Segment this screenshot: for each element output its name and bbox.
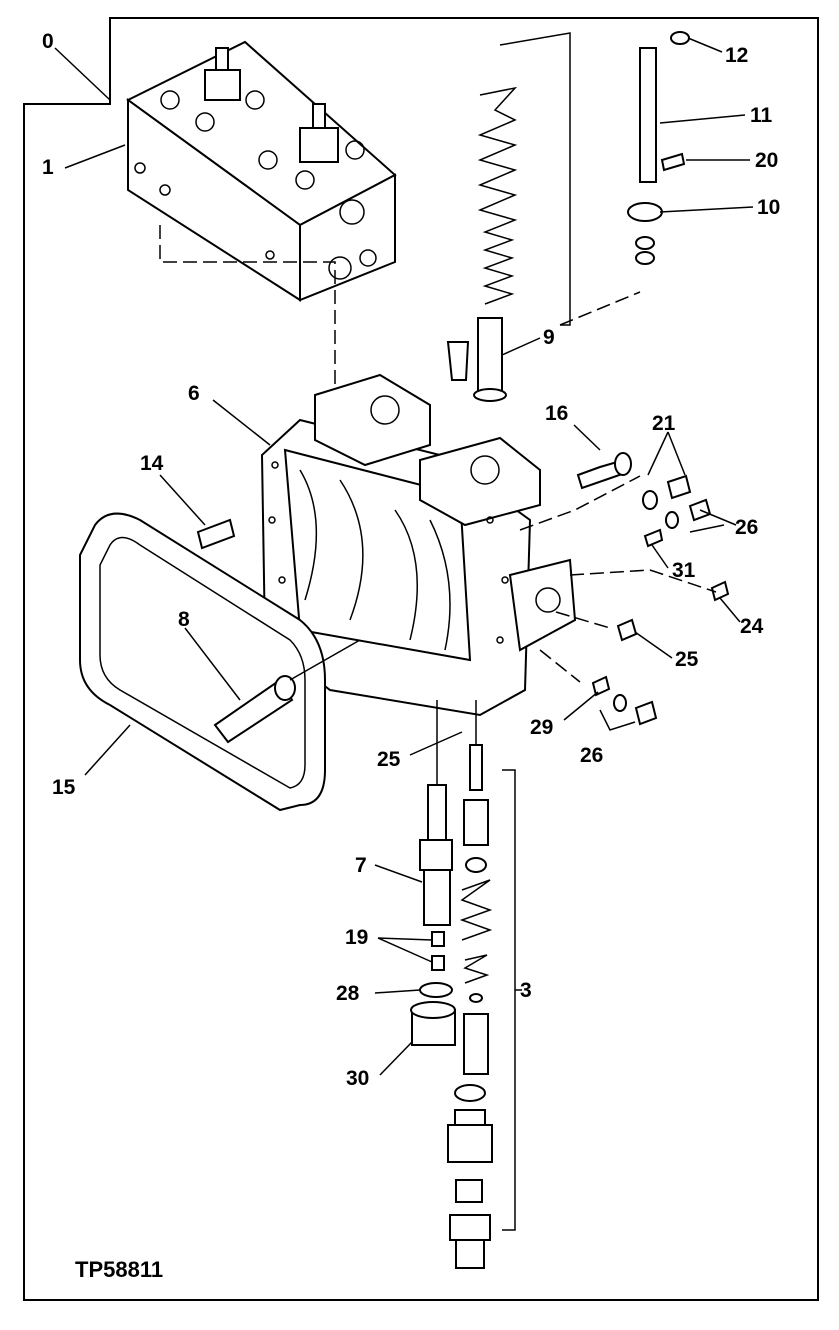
callout-14: 14 (140, 452, 164, 475)
callout-20: 20 (755, 149, 778, 172)
callout-11: 11 (750, 104, 773, 127)
callout-16: 16 (545, 402, 568, 425)
callout-9: 9 (543, 326, 555, 349)
callout-3: 3 (520, 979, 532, 1002)
diagram-frame (23, 17, 819, 1301)
callout-labels: 0 1 3 6 7 8 9 10 11 12 14 15 16 19 20 21… (42, 30, 780, 1282)
callout-1: 1 (42, 156, 54, 179)
dowel-pin (196, 518, 236, 550)
relief-cartridge (447, 700, 522, 1269)
plug-and-seals (410, 931, 456, 1046)
callout-24: 24 (740, 615, 764, 638)
callout-31: 31 (672, 559, 696, 582)
callout-8: 8 (178, 608, 190, 631)
callout-29: 29 (530, 716, 553, 739)
callout-26-upper: 26 (735, 516, 758, 539)
gasket (79, 512, 326, 812)
callout-7: 7 (355, 854, 367, 877)
callout-12: 12 (725, 44, 748, 67)
side-fittings (519, 452, 730, 726)
figure-code: TP58811 (75, 1257, 163, 1282)
callout-6: 6 (188, 382, 200, 405)
callout-30: 30 (346, 1067, 369, 1090)
swashplate-shaft (213, 639, 361, 744)
valve-spool (419, 700, 453, 926)
leader-lines (54, 37, 754, 1076)
control-valve-block (126, 40, 397, 302)
callout-25-bottom: 25 (377, 748, 401, 771)
callout-19: 19 (345, 926, 368, 949)
spring-assembly (446, 32, 641, 402)
callout-10: 10 (757, 196, 780, 219)
callout-26-lower: 26 (580, 744, 603, 767)
rod-assembly (627, 31, 690, 265)
callout-21: 21 (652, 412, 676, 435)
callout-25-side: 25 (675, 648, 699, 671)
callout-0: 0 (42, 30, 54, 53)
callout-28: 28 (336, 982, 360, 1005)
pump-housing (260, 373, 577, 717)
callout-15: 15 (52, 776, 76, 799)
